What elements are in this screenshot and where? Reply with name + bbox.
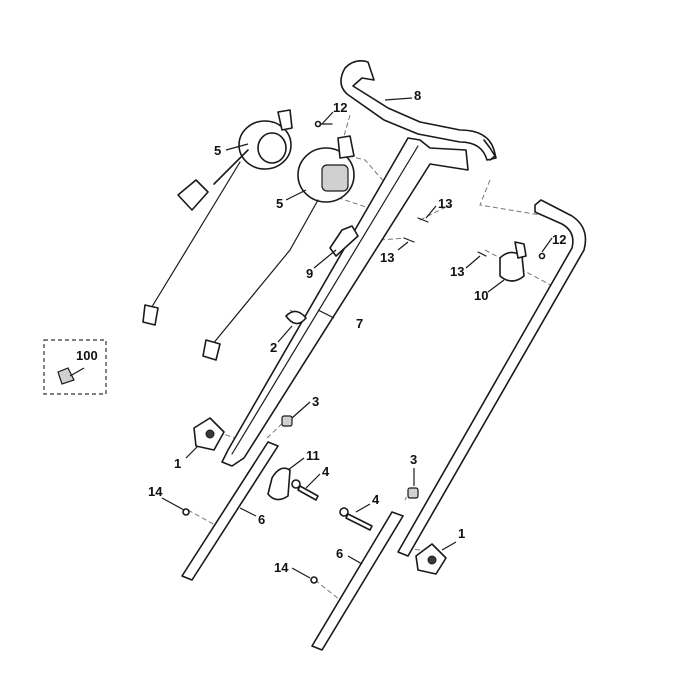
knob-part bbox=[499, 241, 527, 282]
cable-clip bbox=[285, 310, 307, 325]
callout-4-right: 4 bbox=[372, 492, 380, 507]
callout-13-b: 13 bbox=[380, 250, 394, 265]
callout-10: 10 bbox=[474, 288, 488, 303]
left-lever-assembly bbox=[142, 109, 293, 326]
leader-lines bbox=[69, 97, 553, 579]
bushing-left bbox=[281, 415, 293, 427]
callout-1-left: 1 bbox=[174, 456, 181, 471]
left-clamp-knob bbox=[193, 417, 225, 451]
callout-4-left: 4 bbox=[322, 464, 330, 479]
callout-6-right: 6 bbox=[336, 546, 343, 561]
bushing-right bbox=[407, 487, 419, 499]
right-lever-assembly bbox=[202, 135, 355, 361]
callout-7: 7 bbox=[356, 316, 363, 331]
clip-part bbox=[329, 225, 359, 257]
callout-14-left: 14 bbox=[148, 484, 163, 499]
lower-right-tube bbox=[311, 511, 404, 651]
callout-5-left: 5 bbox=[214, 143, 221, 158]
screw-14-right bbox=[310, 576, 318, 584]
bolt-left bbox=[291, 479, 319, 501]
callout-1-right: 1 bbox=[458, 526, 465, 541]
callout-3-right: 3 bbox=[410, 452, 417, 467]
callout-9: 9 bbox=[306, 266, 313, 281]
callout-8: 8 bbox=[414, 88, 421, 103]
upper-handle-bar bbox=[340, 60, 497, 161]
screw-13-c bbox=[477, 251, 487, 257]
screw-13-b bbox=[403, 237, 415, 243]
lower-left-tube bbox=[181, 441, 279, 581]
callout-12-top: 12 bbox=[333, 100, 347, 115]
callout-13-c: 13 bbox=[450, 264, 464, 279]
callout-11: 11 bbox=[306, 448, 320, 463]
bolt-right bbox=[339, 507, 373, 531]
callout-labels: 8 12 5 5 13 13 12 13 10 9 7 2 100 3 1 11… bbox=[76, 88, 566, 575]
assembly-guides bbox=[187, 114, 561, 601]
callout-14-right: 14 bbox=[274, 560, 289, 575]
screw-12-top bbox=[314, 120, 333, 128]
screw-12-right bbox=[538, 252, 546, 260]
callout-2: 2 bbox=[270, 340, 277, 355]
clamp-lever bbox=[267, 467, 291, 501]
callout-5-right: 5 bbox=[276, 196, 283, 211]
callout-100: 100 bbox=[76, 348, 98, 363]
callout-6-left: 6 bbox=[258, 512, 265, 527]
callout-3-left: 3 bbox=[312, 394, 319, 409]
right-clamp-knob bbox=[415, 543, 447, 575]
upper-right-tube bbox=[397, 199, 587, 557]
screw-13-a bbox=[417, 217, 429, 223]
callout-12-right: 12 bbox=[552, 232, 566, 247]
upper-left-tube bbox=[221, 137, 469, 467]
screw-14-left bbox=[182, 508, 190, 516]
callout-13-a: 13 bbox=[438, 196, 452, 211]
kit-box-100 bbox=[43, 339, 107, 395]
